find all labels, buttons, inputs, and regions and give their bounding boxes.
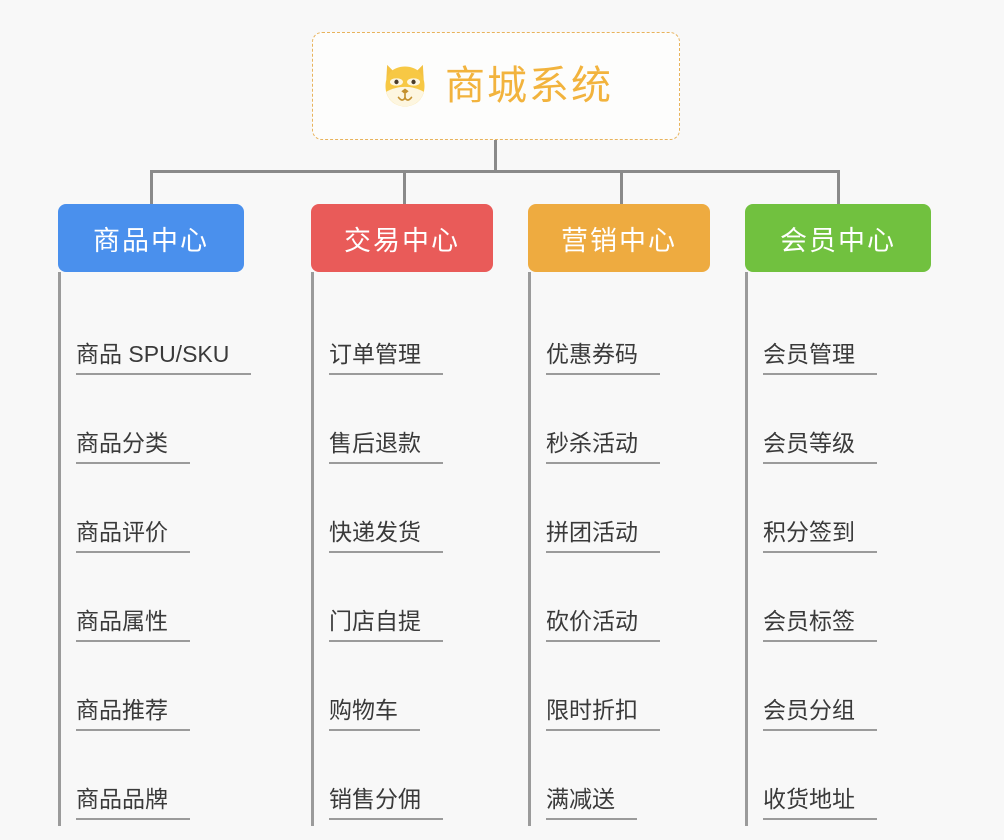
leaf-item-label: 订单管理 [329, 341, 443, 375]
leaf-item[interactable]: 会员管理 [745, 292, 931, 381]
leaf-item[interactable]: 满减送 [528, 737, 710, 826]
leaf-item[interactable]: 会员标签 [745, 559, 931, 648]
leaf-item-label: 销售分佣 [329, 786, 443, 820]
leaf-item-label: 会员分组 [763, 697, 877, 731]
leaf-item-label: 快递发货 [329, 519, 443, 553]
category-header-3-label: 营销中心 [561, 225, 677, 256]
leaf-item[interactable]: 限时折扣 [528, 648, 710, 737]
leaf-item[interactable]: 积分签到 [745, 470, 931, 559]
connector-drop-3 [620, 170, 623, 206]
leaf-item-label: 会员标签 [763, 608, 877, 642]
leaf-list-3: 优惠券码 秒杀活动 拼团活动 砍价活动 限时折扣 满减送 [528, 272, 710, 826]
category-header-3[interactable]: 营销中心 [528, 204, 710, 272]
leaf-item[interactable]: 会员分组 [745, 648, 931, 737]
leaf-item[interactable]: 收货地址 [745, 737, 931, 826]
leaf-item[interactable]: 优惠券码 [528, 292, 710, 381]
leaf-item[interactable]: 砍价活动 [528, 559, 710, 648]
leaf-list-1: 商品 SPU/SKU 商品分类 商品评价 商品属性 商品推荐 商品品牌 [58, 272, 252, 826]
root-node-label: 商城系统 [445, 64, 613, 108]
leaf-item-label: 会员管理 [763, 341, 877, 375]
leaf-item-label: 限时折扣 [546, 697, 660, 731]
root-node-shop-system[interactable]: 商城系统 [312, 32, 680, 140]
leaf-item-label: 积分签到 [763, 519, 877, 553]
leaf-item[interactable]: 商品分类 [58, 381, 244, 470]
leaf-item-label: 商品品牌 [76, 786, 190, 820]
leaf-item-label: 砍价活动 [546, 608, 660, 642]
category-column-3: 营销中心 优惠券码 秒杀活动 拼团活动 砍价活动 限时折扣 满减送 [528, 204, 710, 826]
category-column-4: 会员中心 会员管理 会员等级 积分签到 会员标签 会员分组 收货地址 [745, 204, 931, 826]
leaf-item-label: 满减送 [546, 786, 637, 820]
leaf-item-label: 门店自提 [329, 608, 443, 642]
leaf-item[interactable]: 商品推荐 [58, 648, 244, 737]
leaf-item[interactable]: 售后退款 [311, 381, 493, 470]
leaf-spine-2 [311, 272, 314, 826]
leaf-item[interactable]: 购物车 [311, 648, 493, 737]
leaf-list-4: 会员管理 会员等级 积分签到 会员标签 会员分组 收货地址 [745, 272, 931, 826]
leaf-spine-4 [745, 272, 748, 826]
category-column-2: 交易中心 订单管理 售后退款 快递发货 门店自提 购物车 销售分佣 [311, 204, 493, 826]
leaf-item[interactable]: 快递发货 [311, 470, 493, 559]
leaf-item-label: 商品属性 [76, 608, 190, 642]
leaf-spine-1 [58, 272, 61, 826]
leaf-item[interactable]: 销售分佣 [311, 737, 493, 826]
category-header-2[interactable]: 交易中心 [311, 204, 493, 272]
category-header-2-label: 交易中心 [344, 225, 460, 256]
connector-drop-4 [837, 170, 840, 206]
leaf-item-label: 商品推荐 [76, 697, 190, 731]
leaf-item[interactable]: 订单管理 [311, 292, 493, 381]
leaf-item[interactable]: 拼团活动 [528, 470, 710, 559]
leaf-item-label: 会员等级 [763, 430, 877, 464]
leaf-item-label: 秒杀活动 [546, 430, 660, 464]
leaf-item[interactable]: 会员等级 [745, 381, 931, 470]
connector-drop-2 [403, 170, 406, 206]
leaf-item[interactable]: 商品品牌 [58, 737, 244, 826]
leaf-item-label: 优惠券码 [546, 341, 660, 375]
category-header-4-label: 会员中心 [780, 225, 896, 256]
leaf-item-label: 售后退款 [329, 430, 443, 464]
connector-drop-1 [150, 170, 153, 206]
leaf-item-label: 收货地址 [763, 786, 877, 820]
connector-horizontal-bus [150, 170, 840, 173]
leaf-item[interactable]: 商品 SPU/SKU [58, 292, 252, 381]
leaf-spine-3 [528, 272, 531, 826]
leaf-item[interactable]: 秒杀活动 [528, 381, 710, 470]
shiba-dog-icon [385, 64, 425, 107]
leaf-list-2: 订单管理 售后退款 快递发货 门店自提 购物车 销售分佣 [311, 272, 493, 826]
leaf-item-label: 商品 SPU/SKU [76, 341, 252, 375]
category-header-1-label: 商品中心 [93, 225, 209, 256]
connector-root-stub [494, 140, 497, 172]
leaf-item-label: 商品评价 [76, 519, 190, 553]
category-header-1[interactable]: 商品中心 [58, 204, 244, 272]
leaf-item[interactable]: 门店自提 [311, 559, 493, 648]
leaf-item[interactable]: 商品评价 [58, 470, 244, 559]
category-column-1: 商品中心 商品 SPU/SKU 商品分类 商品评价 商品属性 商品推荐 商品品牌 [58, 204, 252, 826]
category-header-4[interactable]: 会员中心 [745, 204, 931, 272]
leaf-item[interactable]: 商品属性 [58, 559, 244, 648]
leaf-item-label: 购物车 [329, 697, 420, 731]
leaf-item-label: 拼团活动 [546, 519, 660, 553]
leaf-item-label: 商品分类 [76, 430, 190, 464]
